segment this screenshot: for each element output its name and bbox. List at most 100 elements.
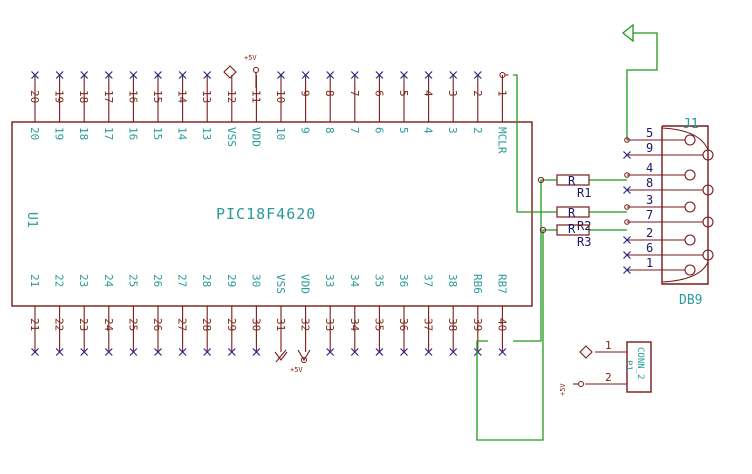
j1-pin-number: 4 bbox=[646, 161, 653, 175]
ic-part-value: PIC18F4620 bbox=[216, 205, 316, 223]
ic-pin-name: 6 bbox=[372, 127, 385, 134]
vdd-label-bottom: +5V bbox=[290, 366, 303, 374]
ic-pin-name: 9 bbox=[299, 127, 312, 134]
ic-pin-name: 5 bbox=[397, 127, 410, 134]
ic-pin-number: 26 bbox=[151, 318, 164, 331]
ic-pin-name: 29 bbox=[225, 274, 238, 287]
ic-pin-number: 13 bbox=[200, 90, 213, 103]
ic-pin-number: 1 bbox=[495, 90, 508, 97]
ic-pin-name: RB6 bbox=[471, 274, 484, 294]
ic-pin-number: 12 bbox=[225, 90, 238, 103]
j1-value: DB9 bbox=[679, 293, 702, 308]
resistor-r3-value: R bbox=[568, 222, 576, 236]
ic-pin-name: 23 bbox=[77, 274, 90, 287]
resistor-r2-reference: R2 bbox=[577, 219, 591, 233]
resistor-r2-value: R bbox=[568, 206, 576, 220]
ic-pin-name: 8 bbox=[323, 127, 336, 134]
ic-pin-number: 28 bbox=[200, 318, 213, 331]
p1-pin-1: 1 bbox=[605, 339, 612, 352]
j1-pin-number: 7 bbox=[646, 208, 653, 222]
connector-p1: CONN_2 P1 1 2 +5V bbox=[559, 339, 652, 396]
ic-pin-name: 35 bbox=[372, 274, 385, 287]
ic-pin-number: 5 bbox=[397, 90, 410, 97]
vdd-label-top: +5V bbox=[244, 54, 257, 62]
ic-pin-number: 8 bbox=[323, 90, 336, 97]
j1-pin-number: 2 bbox=[646, 226, 653, 240]
ic-pin-name: VSS bbox=[225, 127, 238, 147]
j1-pin-number: 9 bbox=[646, 141, 653, 155]
ic-body bbox=[11, 121, 533, 307]
gnd-symbol-top bbox=[223, 65, 237, 79]
ic-pin-name: 25 bbox=[126, 274, 139, 287]
vdd-symbol-bottom: +5V bbox=[290, 349, 311, 374]
ic-pin-number: 17 bbox=[102, 90, 115, 103]
p1-value: CONN_2 bbox=[635, 347, 645, 380]
vss-symbol-bottom bbox=[274, 349, 288, 363]
ic-pin-number: 30 bbox=[249, 318, 262, 331]
ic-pin-name: 13 bbox=[200, 127, 213, 140]
ic-pin-name: 3 bbox=[446, 127, 459, 134]
ic-bottom-pins: 2121222223232424252526262727282829293030… bbox=[28, 274, 508, 357]
ic-pin-number: 19 bbox=[53, 90, 66, 103]
ic-pin-number: 34 bbox=[348, 318, 361, 332]
ic-pin-number: 14 bbox=[176, 90, 189, 104]
j1-reference: J1 bbox=[683, 117, 699, 132]
ic-pin-number: 16 bbox=[126, 90, 139, 103]
ic-pin-number: 24 bbox=[102, 318, 115, 332]
ic-pin-number: 6 bbox=[372, 90, 385, 97]
ic-pin-number: 15 bbox=[151, 90, 164, 103]
ic-pin-number: 22 bbox=[53, 318, 66, 331]
ic-top-pins: 2020191918181717161615151414131312VSS11V… bbox=[28, 70, 509, 154]
ic-pin-name: 14 bbox=[176, 127, 189, 141]
ic-pin-number: 36 bbox=[397, 318, 410, 331]
ic-pin-name: 18 bbox=[77, 127, 90, 140]
p1-pin-2: 2 bbox=[605, 371, 612, 384]
ic-pin-name: 4 bbox=[422, 127, 435, 134]
ic-pin-name: VSS bbox=[274, 274, 287, 294]
ic-pin-name: 27 bbox=[176, 274, 189, 287]
ic-pin-number: 18 bbox=[77, 90, 90, 103]
ic-pin-number: 3 bbox=[446, 90, 459, 97]
ic-pin-name: 33 bbox=[323, 274, 336, 287]
ic-pin-name: VDD bbox=[299, 274, 312, 294]
ic-pin-name: 24 bbox=[102, 274, 115, 288]
ic-pin-name: 22 bbox=[53, 274, 66, 287]
j1-pin-number: 3 bbox=[646, 193, 653, 207]
ic-pin-number: 31 bbox=[274, 318, 287, 331]
ic-pin-name: 37 bbox=[422, 274, 435, 287]
ic-pin-name: 36 bbox=[397, 274, 410, 287]
ic-pin-number: 32 bbox=[299, 318, 312, 331]
ic-pin-name: 10 bbox=[274, 127, 287, 140]
resistor-r1: R R1 bbox=[556, 174, 591, 200]
ic-pin-name: MCLR bbox=[495, 127, 508, 154]
ic-pin-number: 7 bbox=[348, 90, 361, 97]
ic-pin-number: 25 bbox=[126, 318, 139, 331]
ic-pin-number: 37 bbox=[422, 318, 435, 331]
ic-pin-number: 2 bbox=[471, 90, 484, 97]
ic-pin-name: 19 bbox=[53, 127, 66, 140]
vdd-symbol-top: +5V bbox=[244, 54, 259, 88]
ic-pin-name: 30 bbox=[249, 274, 262, 287]
ic-pin-number: 23 bbox=[77, 318, 90, 331]
ic-pin-number: 10 bbox=[274, 90, 287, 103]
ic-pin-number: 38 bbox=[446, 318, 459, 331]
ic-pin-name: 21 bbox=[28, 274, 41, 287]
ic-pin-number: 27 bbox=[176, 318, 189, 331]
ic-pin-name: RB7 bbox=[495, 274, 508, 294]
ic-pin-name: 26 bbox=[151, 274, 164, 287]
j1-pin-number: 5 bbox=[646, 126, 653, 140]
resistor-r3: R R3 bbox=[556, 222, 591, 249]
p1-reference: P1 bbox=[623, 360, 633, 371]
wires bbox=[476, 23, 658, 441]
resistor-r2: R R2 bbox=[556, 206, 591, 233]
j1-pin-number: 1 bbox=[646, 256, 653, 270]
ic-reference: U1 bbox=[24, 212, 39, 228]
ic-pin-number: 40 bbox=[495, 318, 508, 331]
ic-pin-number: 4 bbox=[422, 90, 435, 97]
ic-pin-number: 20 bbox=[28, 90, 41, 103]
ic-pin-name: 28 bbox=[200, 274, 213, 287]
j1-pin-number: 6 bbox=[646, 241, 653, 255]
ic-pin-number: 39 bbox=[471, 318, 484, 331]
